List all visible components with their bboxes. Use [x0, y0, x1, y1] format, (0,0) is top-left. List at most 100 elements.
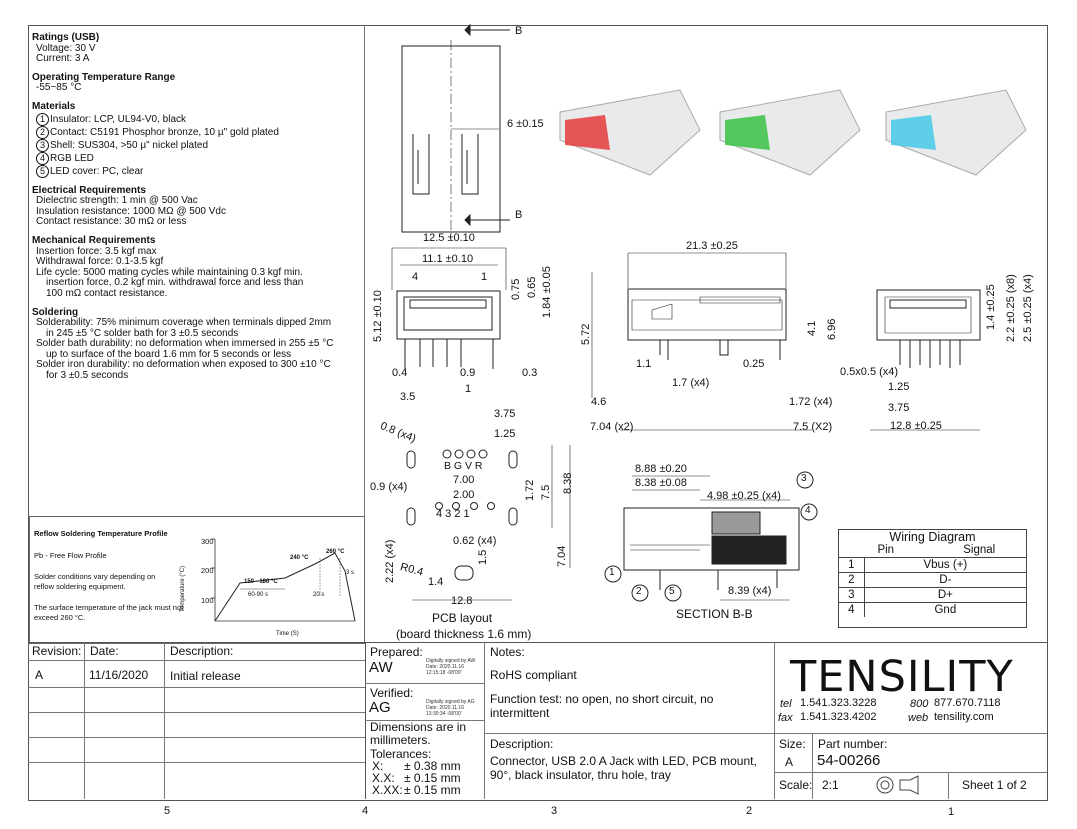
- callout-number: 3: [36, 138, 49, 152]
- material-text: LED cover: PC, clear: [50, 165, 144, 177]
- zone-number: 2: [746, 805, 753, 817]
- reflow-ytick: 300: [201, 537, 214, 546]
- spec-line: Insertion force: 3.5 kgf max: [36, 245, 157, 257]
- pin-label: 1: [481, 271, 488, 283]
- revision-row-line: [28, 687, 365, 688]
- callout-number: 5: [36, 164, 49, 178]
- dimension-label: 4.1: [806, 320, 818, 336]
- spec-electrical-title: Electrical Requirements: [32, 184, 146, 196]
- spec-line: Solderability: 75% minimum coverage when…: [36, 317, 332, 329]
- reflow-note: The surface temperature of the jack must…: [34, 603, 184, 622]
- part-description: Connector, USB 2.0 A Jack with LED, PCB …: [490, 754, 757, 782]
- led-render-red: [559, 89, 701, 176]
- dimension-label: 0.5x0.5 (x4): [840, 366, 899, 378]
- part-number: 54-00266: [817, 752, 881, 769]
- reflow-time-label: 60-90 s: [248, 592, 269, 598]
- revision-col-line: [84, 642, 85, 799]
- spec-line: Dielectric strength: 1 min @ 500 Vac: [36, 195, 198, 207]
- callout-number: 2: [36, 125, 49, 139]
- dimensions-note: Dimensions are in millimeters.: [370, 720, 467, 747]
- fax-label: fax: [778, 712, 793, 724]
- led-render-green: [719, 89, 861, 176]
- spec-materials-title: Materials: [32, 100, 76, 112]
- wiring-title: Wiring Diagram: [889, 530, 976, 544]
- description-value: Initial release: [170, 669, 241, 683]
- spec-line: insertion force, 0.2 kgf min. withdrawal…: [46, 277, 304, 289]
- dimension-label: 6.96: [826, 318, 838, 340]
- sheet-number: Sheet 1 of 2: [962, 778, 1027, 792]
- callout-number: 5: [669, 586, 675, 597]
- dimension-label: 1.25: [888, 381, 910, 393]
- prepared-initials: AW: [369, 659, 393, 676]
- titleblock-col-line: [948, 772, 949, 799]
- pin-number-labels: 4 3 2 1: [436, 508, 470, 520]
- revision-value: A: [35, 668, 44, 682]
- reflow-ytick: 200: [201, 566, 214, 575]
- titleblock-row-line: [365, 683, 484, 684]
- callout-number: 4: [36, 151, 49, 165]
- dimension-label: 0.75: [510, 278, 522, 300]
- reflow-preheat-label: 150 - 180 °C: [244, 579, 278, 585]
- dimension-label: 8.38 ±0.08: [635, 477, 687, 489]
- reflow-note: Solder conditions vary depending on refl…: [34, 572, 156, 591]
- wiring-signal: Gnd: [863, 602, 1026, 617]
- reflow-ytick: 100: [201, 596, 214, 605]
- revision-row-line: [28, 712, 365, 713]
- callout-number: 3: [801, 473, 807, 484]
- dimension-label: 1.72: [524, 479, 536, 501]
- tollfree-number: 877.670.7118: [934, 697, 1001, 709]
- scale-label: Scale:: [779, 778, 813, 792]
- tel-label: tel: [780, 698, 792, 710]
- tolerance-x-value: ± 0.38 mm: [404, 759, 461, 773]
- dimension-label: 7.04 (x2): [590, 421, 634, 433]
- material-text: Insulator: LCP, UL94-V0, black: [50, 113, 187, 125]
- zone-number: 1: [948, 806, 955, 818]
- zone-number: 3: [551, 805, 558, 817]
- wiring-pin: 3: [839, 587, 865, 603]
- spec-line: in 245 ±5 °C solder bath for 3 ±0.5 seco…: [46, 327, 239, 339]
- verified-signature: Digitally signed by AG Date: 2020.11.16 …: [426, 699, 475, 717]
- spec-line: Life cycle: 5000 mating cycles while mai…: [36, 266, 303, 278]
- dimension-label: 6 ±0.15: [507, 118, 544, 130]
- dimension-label: 4.6: [591, 396, 607, 408]
- scale-value: 2:1: [822, 778, 839, 792]
- notes-label: Notes:: [490, 645, 525, 659]
- dimension-label: 1.1: [636, 358, 652, 370]
- tel-number: 1.541.323.3228: [800, 697, 877, 709]
- spec-temp-title: Operating Temperature Range: [32, 71, 176, 83]
- callout-number: 4: [805, 505, 811, 516]
- reflow-time-label: 3 s: [346, 570, 355, 576]
- spec-panel: Ratings (USB) Voltage: 30 V Current: 3 A…: [32, 32, 362, 382]
- dimension-label: 1.4: [428, 576, 444, 588]
- dimension-label: 8.39 (x4): [728, 585, 772, 597]
- callout-number: 2: [636, 586, 642, 597]
- dimension-label: 11.1 ±0.10: [422, 253, 474, 265]
- material-text: Contact: C5191 Phosphor bronze, 10 µ" go…: [50, 126, 279, 138]
- zone-number: 4: [362, 805, 369, 817]
- led-render-cyan: [885, 89, 1027, 176]
- revision-row-line: [28, 762, 365, 763]
- titleblock-row-line: [365, 720, 484, 721]
- dimension-label: 0.25: [743, 358, 765, 370]
- titleblock-row-line: [484, 733, 774, 734]
- dimension-label: 2.00: [453, 489, 475, 501]
- note-function-test: Function test: no open, no short circuit…: [490, 692, 714, 720]
- titleblock-row-line: [774, 733, 1047, 734]
- pcb-caption: PCB layout: [432, 611, 493, 625]
- dimension-label: 0.9 (x4): [370, 481, 408, 493]
- dimension-label: 0.3: [522, 367, 538, 379]
- size-value: A: [785, 755, 794, 769]
- tollfree-label: 800: [910, 698, 929, 710]
- wiring-signal: D+: [863, 587, 1026, 603]
- spec-line: Solder bath durability: no deformation w…: [36, 338, 334, 350]
- callout-number: 1: [609, 567, 615, 578]
- dimension-label: 2.22 (x4): [384, 539, 396, 583]
- spec-divider: [364, 25, 365, 642]
- dimension-label: 8.88 ±0.20: [635, 463, 687, 475]
- revision-col-line: [164, 642, 165, 799]
- spec-line: Solder iron durability: no deformation w…: [36, 359, 331, 371]
